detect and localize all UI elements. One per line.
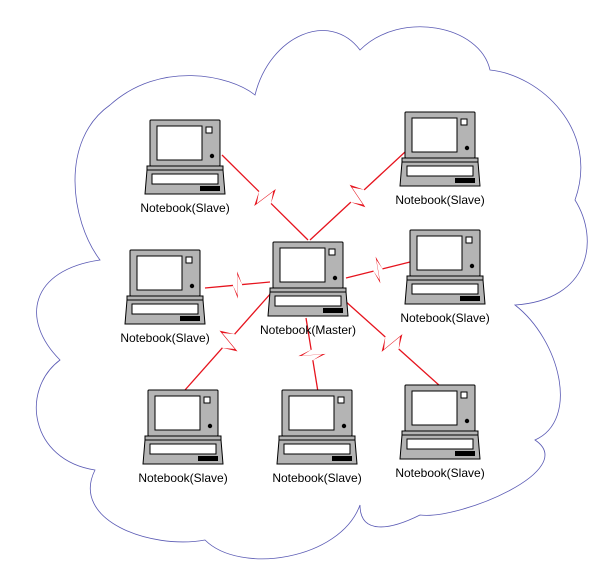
node-label: Notebook(Master): [260, 323, 356, 337]
link-tail-slave-mid-right: [382, 261, 411, 270]
link-tail-slave-top-left: [221, 154, 260, 193]
link-lead-slave-bottom-left: [234, 291, 273, 335]
link-tail-slave-bottom-right: [398, 348, 441, 387]
laptop-icon: [399, 111, 481, 187]
lightning-bolt-slave-bottom-center: [298, 349, 326, 361]
network-cloud-outline: [36, 26, 588, 560]
laptop-icon: [144, 119, 226, 195]
node-label: Notebook(Slave): [395, 193, 484, 207]
link-lead-slave-mid-right: [345, 270, 374, 279]
link-lead-slave-mid-left: [241, 281, 271, 286]
notebook-slave-mid-right: Notebook(Slave): [400, 229, 490, 325]
laptop-icon: [404, 229, 486, 305]
lightning-bolt-slave-top-right: [349, 184, 366, 208]
lightning-bolt-slave-bottom-left: [219, 330, 238, 352]
link-lead-slave-top-left: [270, 202, 309, 241]
wireless-links: [184, 151, 441, 393]
notebook-nodes: Notebook(Slave) Notebook(Slave) Notebook…: [120, 111, 490, 485]
laptop-icon: [399, 384, 481, 460]
notebook-slave-bottom-left: Notebook(Slave): [138, 389, 228, 485]
link-tail-slave-bottom-center: [312, 360, 319, 393]
notebook-master: Notebook(Master): [260, 241, 356, 337]
notebook-slave-top-left: Notebook(Slave): [140, 119, 230, 215]
link-lead-slave-bottom-center: [305, 317, 312, 350]
node-label: Notebook(Slave): [120, 331, 209, 345]
laptop-icon: [124, 249, 206, 325]
link-lead-slave-top-right: [309, 201, 352, 241]
link-tail-slave-top-right: [363, 151, 406, 191]
lightning-bolt-slave-bottom-right: [381, 334, 403, 352]
laptop-icon: [267, 241, 349, 317]
notebook-slave-bottom-center: Notebook(Slave): [272, 389, 362, 485]
link-tail-slave-mid-left: [204, 284, 234, 289]
notebook-slave-bottom-right: Notebook(Slave): [395, 384, 485, 480]
link-tail-slave-bottom-left: [184, 347, 223, 391]
lightning-bolt-slave-mid-right: [373, 256, 383, 284]
laptop-icon: [276, 389, 358, 465]
lightning-bolt-slave-mid-left: [232, 271, 243, 299]
notebook-slave-top-right: Notebook(Slave): [395, 111, 485, 207]
node-label: Notebook(Slave): [138, 471, 227, 485]
link-lead-slave-bottom-right: [343, 299, 386, 338]
node-label: Notebook(Slave): [395, 466, 484, 480]
node-label: Notebook(Slave): [272, 471, 361, 485]
laptop-icon: [142, 389, 224, 465]
notebook-slave-mid-left: Notebook(Slave): [120, 249, 210, 345]
node-label: Notebook(Slave): [400, 311, 489, 325]
node-label: Notebook(Slave): [140, 201, 229, 215]
lightning-bolt-slave-top-left: [254, 189, 276, 206]
